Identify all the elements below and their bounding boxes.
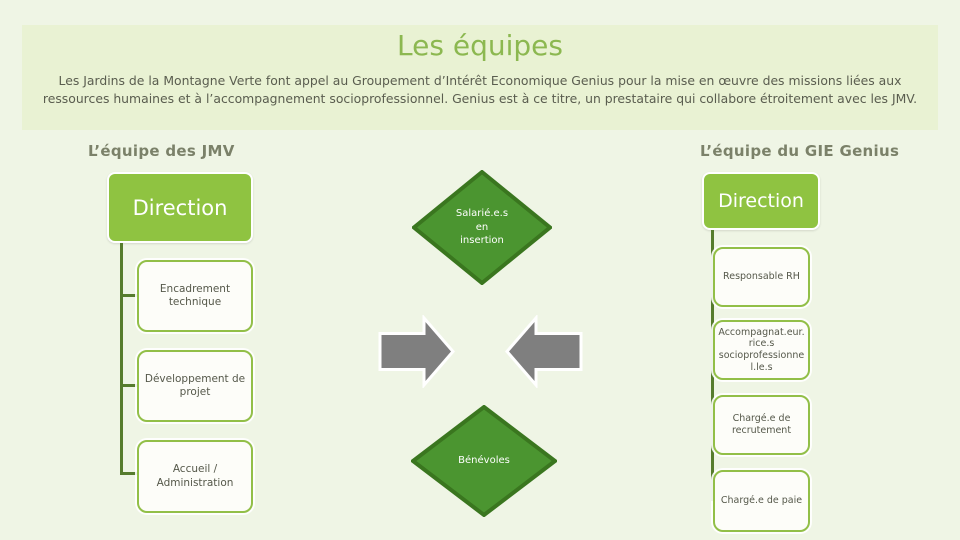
- jmv-team-heading: L’équipe des JMV: [88, 142, 235, 160]
- jmv-connector-trunk: [120, 243, 123, 475]
- jmv-direction-box: Direction: [107, 172, 253, 243]
- diamond-shape-icon: [412, 170, 552, 285]
- jmv-connector-elbow: [120, 294, 139, 297]
- jmv-connector-elbow: [120, 472, 139, 475]
- jmv-connector-elbow: [120, 384, 139, 387]
- insertion-diamond: Salarié.e.s en insertion: [412, 170, 552, 285]
- jmv-child-box-developpement: Développement de projet: [137, 350, 253, 422]
- genius-child-box-recrutement: Chargé.e de recrutement: [713, 395, 810, 455]
- benevoles-diamond-label: Bénévoles: [458, 455, 510, 467]
- slide-title: Les équipes: [397, 29, 563, 62]
- benevoles-diamond: Bénévoles: [411, 405, 557, 517]
- genius-direction-box: Direction: [702, 172, 820, 230]
- slide-subtitle: Les Jardins de la Montagne Verte font ap…: [42, 73, 918, 106]
- genius-child-box-accompagnateur: Accompagnat.eur.rice.s socioprofessionne…: [713, 320, 810, 380]
- diamond-shape-icon: [411, 405, 557, 517]
- arrow-left-icon: [503, 313, 583, 392]
- jmv-child-box-encadrement: Encadrement technique: [137, 260, 253, 332]
- jmv-child-box-accueil: Accueil / Administration: [137, 440, 253, 513]
- insertion-diamond-label: Salarié.e.s en insertion: [455, 208, 509, 247]
- arrow-right-icon: [378, 313, 455, 392]
- genius-child-box-paie: Chargé.e de paie: [713, 470, 810, 532]
- genius-team-heading: L’équipe du GIE Genius: [700, 142, 900, 160]
- genius-child-box-responsable-rh: Responsable RH: [713, 247, 810, 307]
- header-band: [22, 25, 938, 130]
- genius-connector-trunk: [711, 230, 714, 501]
